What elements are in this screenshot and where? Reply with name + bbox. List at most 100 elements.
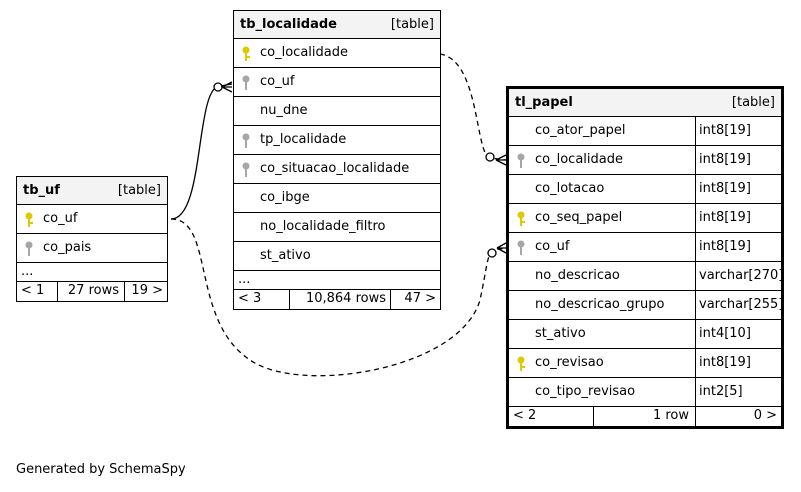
column-name: co_uf [535,239,570,254]
relation-end-circle [485,152,495,162]
column-row[interactable]: co_localidade [234,39,440,68]
column-name: co_ator_papel [535,123,626,138]
footer-divider [390,290,391,309]
column-type: varchar[270] [695,262,783,290]
children-link[interactable]: 47 > [404,291,436,306]
column-name: co_pais [43,240,92,255]
column-name: co_uf [260,74,295,89]
children-link[interactable]: 0 > [753,408,777,423]
row-count: 27 rows [67,283,119,298]
column-type: int4[10] [695,320,781,348]
column-row[interactable]: co_uf [234,68,440,97]
column-row[interactable]: co_situacao_localidade [234,155,440,184]
table-header: tb_localidade [table] [234,11,440,39]
relation-crowfoot [496,242,507,254]
more-columns-ellipsis: ... [21,264,34,279]
column-name: no_descricao [535,268,620,283]
column-name: co_situacao_localidade [260,161,410,176]
foreign-key-icon [242,133,250,148]
column-row[interactable]: co_ator_papel int8[19] [509,117,781,146]
footer-divider [695,407,696,426]
table-tl-papel[interactable]: tl_papel [table] co_ator_papel int8[19] … [506,86,784,429]
relation-uf-localidade [170,83,233,220]
generated-by-credit: Generated by SchemaSpy [16,462,186,477]
foreign-key-icon [517,240,525,255]
column-type: int8[19] [695,117,781,145]
parents-link[interactable]: < 2 [513,408,537,423]
column-row[interactable]: no_descricao_grupo varchar[255] [509,291,783,320]
column-type: int8[19] [695,204,781,232]
column-name: tp_localidade [260,132,347,147]
footer-divider [593,407,594,426]
table-footer: < 2 1 row 0 > [509,407,781,426]
column-row[interactable]: no_localidade_filtro [234,213,440,242]
column-name: co_localidade [535,152,623,167]
column-row[interactable]: co_pais [17,234,167,263]
footer-divider [289,290,290,309]
column-name: st_ativo [260,248,311,263]
column-name: co_ibge [260,190,310,205]
foreign-key-icon [242,75,250,90]
parents-link[interactable]: < 3 [238,291,262,306]
parents-link[interactable]: < 1 [21,283,45,298]
relation-localidade-papel [439,53,507,161]
column-type: int8[19] [695,349,781,377]
table-header: tl_papel [table] [509,89,781,117]
column-name: co_localidade [260,45,348,60]
table-name: tl_papel [515,95,573,110]
table-footer: < 3 10,864 rows 47 > [234,290,440,309]
column-row[interactable]: co_ibge [234,184,440,213]
column-type: int8[19] [695,233,781,261]
column-row[interactable]: st_ativo [234,242,440,271]
column-name: st_ativo [535,326,586,341]
column-row[interactable]: co_tipo_revisao int2[5] [509,378,781,407]
row-count: 1 row [652,408,689,423]
table-type: [table] [731,95,775,110]
more-columns: ... [234,271,440,290]
relation-end-circle [213,82,223,92]
column-type: varchar[255] [695,291,783,319]
column-row[interactable]: co_localidade int8[19] [509,146,781,175]
children-link[interactable]: 19 > [131,283,163,298]
table-name: tb_localidade [240,17,337,32]
table-name: tb_uf [23,183,60,198]
column-type: int8[19] [695,146,781,174]
column-row[interactable]: co_revisao int8[19] [509,349,781,378]
primary-key-icon [25,212,33,227]
column-row[interactable]: co_uf [17,205,167,234]
column-row[interactable]: st_ativo int4[10] [509,320,781,349]
column-name: co_uf [43,211,78,226]
table-type: [table] [117,183,161,198]
column-row[interactable]: co_uf int8[19] [509,233,781,262]
relation-crowfoot [221,81,233,93]
foreign-key-icon [242,162,250,177]
relation-uf-papel [170,218,507,377]
column-row[interactable]: no_descricao varchar[270] [509,262,783,291]
relation-crowfoot [495,154,507,166]
row-count: 10,864 rows [305,291,386,306]
table-type: [table] [390,17,434,32]
column-row[interactable]: co_seq_papel int8[19] [509,204,781,233]
column-name: co_seq_papel [535,210,623,225]
table-header: tb_uf [table] [17,177,167,205]
column-name: no_descricao_grupo [535,297,665,312]
column-name: co_revisao [535,355,604,370]
foreign-key-icon [25,241,33,256]
table-tb-localidade[interactable]: tb_localidade [table] co_localidade co_u… [233,10,441,310]
column-row[interactable]: nu_dne [234,97,440,126]
more-columns-ellipsis: ... [238,272,251,287]
primary-key-icon [517,356,525,371]
column-name: no_localidade_filtro [260,219,386,234]
column-row[interactable]: tp_localidade [234,126,440,155]
column-type: int8[19] [695,175,781,203]
table-footer: < 1 27 rows 19 > [17,282,167,301]
column-name: nu_dne [260,103,308,118]
relation-end-circle [487,248,497,258]
column-type: int2[5] [695,378,781,406]
table-tb-uf[interactable]: tb_uf [table] co_uf co_pais ... < 1 27 r… [16,176,168,302]
primary-key-icon [242,46,250,61]
more-columns: ... [17,263,167,282]
column-row[interactable]: co_lotacao int8[19] [509,175,781,204]
column-name: co_tipo_revisao [535,384,636,399]
